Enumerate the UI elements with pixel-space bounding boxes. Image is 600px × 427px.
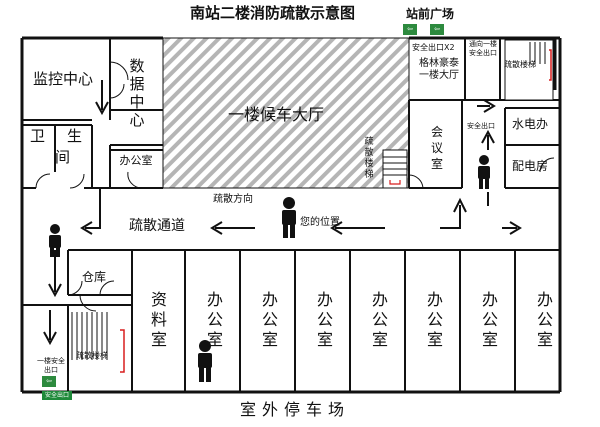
person-archive — [198, 340, 212, 382]
label-you-are-here: 您的位置 — [300, 217, 340, 228]
hall-stairs — [382, 149, 408, 189]
room-distribution: 配电房 — [512, 159, 549, 173]
room-restaurant: 格林豪泰一楼大厅 — [419, 58, 459, 81]
room-office-3: 办公室 — [316, 290, 333, 349]
room-office-5: 办公室 — [426, 290, 443, 349]
exit-sign-icon: ⇦ — [430, 24, 444, 35]
hall-hatch — [162, 37, 410, 189]
room-toilet-wei: 卫 — [30, 127, 46, 145]
walls — [20, 36, 562, 394]
room-toilet-sheng: 生 — [67, 127, 83, 145]
room-office-1: 办公室 — [206, 290, 223, 349]
bottom-label-parking: 室外停车场 — [240, 400, 351, 419]
person-right-block — [478, 155, 490, 189]
label-evac-stairs-lower: 疏散楼梯 — [76, 351, 108, 360]
room-office-7: 办公室 — [536, 290, 553, 349]
exit-sign-icon: ⇦ — [42, 376, 56, 387]
room-data-center: 数据中心 — [129, 57, 145, 129]
label-first-floor-exit: 一楼安全出口 — [37, 357, 65, 374]
label-evac-direction: 疏散方向 — [213, 194, 253, 205]
label-evac-stairs-hall: 疏散楼梯 — [364, 137, 374, 180]
room-warehouse: 仓库 — [82, 270, 107, 284]
upper-right-stairs — [504, 39, 554, 101]
label-evac-stairs-upper: 疏散楼梯 — [504, 60, 536, 69]
room-meeting: 会议室 — [430, 125, 443, 171]
room-toilet-jian: 间 — [55, 148, 71, 166]
lower-left-stairs — [71, 312, 125, 373]
person-you-are-here — [282, 197, 296, 238]
room-small-office: 办公室 — [119, 154, 153, 167]
person-left-corridor — [49, 224, 61, 257]
room-hall: 一楼候车大厅 — [228, 105, 325, 124]
label-safe-exit-x2: 安全出口X2 — [412, 43, 455, 52]
room-office-4: 办公室 — [371, 290, 388, 349]
exit-box: 安全出口 — [42, 391, 72, 400]
page-title: 南站二楼消防疏散示意图 — [190, 4, 356, 22]
person-icons — [49, 155, 490, 382]
evac-arrows — [43, 80, 522, 346]
exit-sign-icon: ⇦ — [403, 24, 417, 35]
room-office-2: 办公室 — [261, 290, 278, 349]
label-to-first-floor-exit: 通向一楼安全出口 — [469, 40, 497, 57]
room-monitor: 监控中心 — [33, 70, 94, 88]
top-label-square: 站前广场 — [406, 7, 455, 21]
room-office-6: 办公室 — [481, 290, 498, 349]
label-evac-corridor: 疏散通道 — [129, 218, 185, 234]
doors — [35, 61, 555, 312]
room-utility: 水电办 — [512, 117, 549, 131]
label-safe-exit: 安全出口 — [467, 122, 495, 130]
room-archive: 资料室 — [150, 290, 167, 349]
